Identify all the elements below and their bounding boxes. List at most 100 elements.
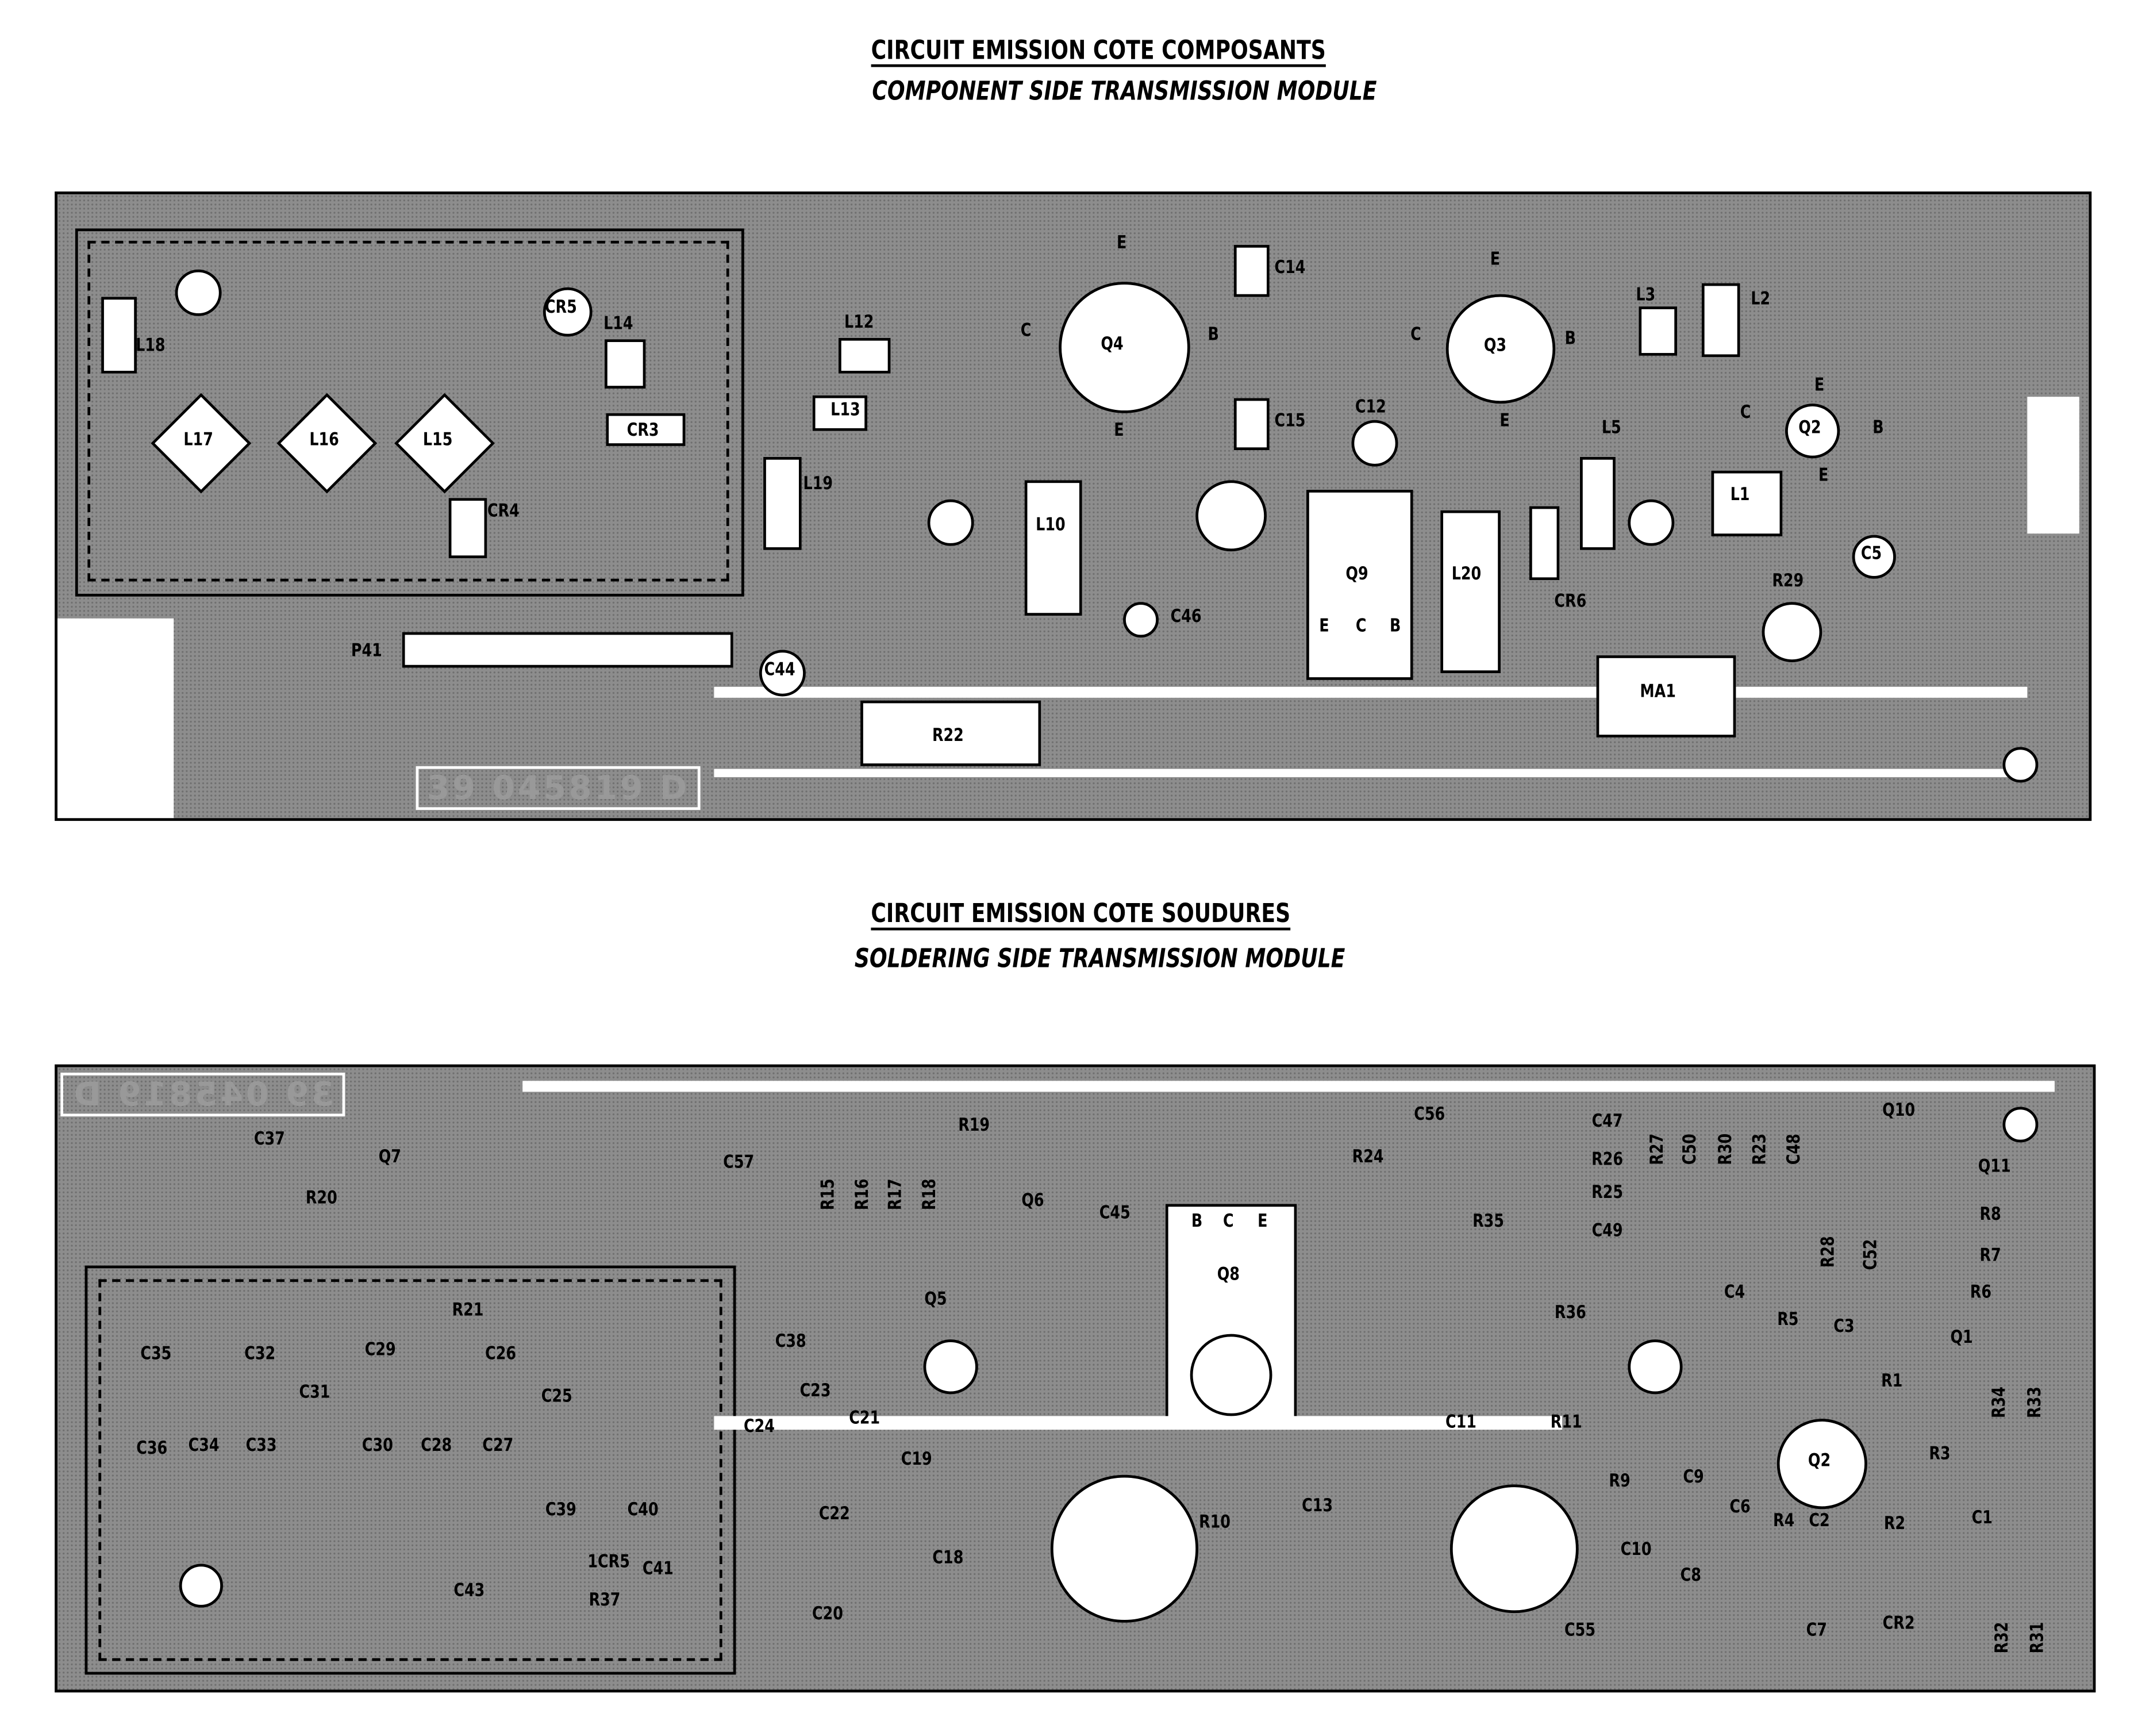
top-board-label-cr4: CR4 xyxy=(487,501,520,523)
top-board-label-e: E xyxy=(1499,411,1510,432)
bottom-board-label-r19: R19 xyxy=(958,1115,990,1136)
top-board-label-c14: C14 xyxy=(1274,258,1306,279)
bottom-board-label-r10: R10 xyxy=(1199,1512,1231,1533)
top-board-label-l18: L18 xyxy=(136,336,166,357)
bottom-board-label-r36: R36 xyxy=(1554,1303,1586,1324)
inductor-l18 xyxy=(101,297,137,374)
bottom-board-label-c7: C7 xyxy=(1806,1620,1827,1641)
bottom-board-label-r15: R15 xyxy=(818,1178,840,1211)
top-board-label-b: B xyxy=(1564,329,1577,350)
mounting-hole xyxy=(927,499,974,546)
bottom-board-label-r11: R11 xyxy=(1550,1412,1582,1434)
top-board-label-cr3: CR3 xyxy=(626,420,659,441)
inductor-l19 xyxy=(763,456,802,550)
resistor-r22 xyxy=(860,700,1041,766)
top-board-label-b: B xyxy=(1390,616,1401,637)
bottom-board-label-c48: C48 xyxy=(1784,1134,1805,1165)
top-board-label-q3: Q3 xyxy=(1483,336,1507,357)
shield-outline xyxy=(84,1265,736,1675)
bottom-board-label-q6: Q6 xyxy=(1021,1190,1044,1212)
inductor-l1 xyxy=(1711,470,1783,536)
trimmer-r29 xyxy=(1762,602,1822,662)
transistor-q3-body xyxy=(1445,294,1556,404)
shield-dashed-outline xyxy=(98,1279,722,1661)
bottom-board-label-b: B xyxy=(1191,1211,1203,1232)
top-board-label-c: C xyxy=(1740,402,1751,424)
mounting-hole xyxy=(1195,480,1267,552)
bottom-board-label-r35: R35 xyxy=(1472,1211,1504,1232)
edge-pad xyxy=(2027,397,2079,534)
diode-cr4 xyxy=(448,498,487,559)
top-board-label-q4: Q4 xyxy=(1101,334,1124,355)
mounting-hole xyxy=(175,269,222,316)
top-board-label-l2: L2 xyxy=(1751,289,1771,310)
trace xyxy=(714,686,2028,698)
bottom-board-label-c45: C45 xyxy=(1099,1203,1131,1224)
bottom-board-label-c56: C56 xyxy=(1414,1104,1445,1126)
bottom-board-label-r2: R2 xyxy=(1883,1514,1906,1535)
inductor-l5 xyxy=(1580,456,1616,550)
inductor-l12 xyxy=(839,337,891,374)
top-board-label-r29: R29 xyxy=(1772,571,1804,592)
regulator-q9 xyxy=(1306,489,1413,679)
top-board-label-l5: L5 xyxy=(1601,418,1621,439)
bottom-board-label-r30: R30 xyxy=(1716,1133,1737,1165)
board-serial-number: 39 045819 D xyxy=(416,766,701,811)
bottom-board-label-c11: C11 xyxy=(1445,1412,1477,1434)
bottom-board-label-c29: C29 xyxy=(364,1340,396,1361)
bottom-board-label-r24: R24 xyxy=(1352,1147,1384,1168)
bottom-board-label-c2: C2 xyxy=(1809,1511,1830,1532)
bottom-board-label-c: C xyxy=(1223,1211,1234,1232)
bottom-board-label-c10: C10 xyxy=(1620,1539,1652,1561)
mounting-hole xyxy=(1628,499,1675,546)
top-board-label-e: E xyxy=(1117,233,1127,254)
mounting-hole xyxy=(1628,1339,1683,1395)
bottom-board-label-c41: C41 xyxy=(642,1559,674,1580)
top-board-label-l12: L12 xyxy=(844,312,874,333)
top-board-label-q2: Q2 xyxy=(1798,418,1821,439)
heatsink-right xyxy=(1449,1484,1579,1614)
bottom-board-label-c13: C13 xyxy=(1302,1496,1333,1517)
top-board-label-l14: L14 xyxy=(603,314,633,335)
mounting-hole xyxy=(923,1339,978,1395)
top-board-label-e: E xyxy=(1319,616,1329,637)
bottom-board-label-c33: C33 xyxy=(245,1435,277,1457)
top-board-label-l1: L1 xyxy=(1730,485,1750,506)
bottom-board-label-c30: C30 xyxy=(362,1435,393,1457)
bottom-board-label-r37: R37 xyxy=(589,1590,621,1611)
bottom-board-label-c21: C21 xyxy=(849,1408,880,1430)
top-board-label-c46: C46 xyxy=(1170,606,1202,628)
top-board-label-e: E xyxy=(1814,375,1825,397)
inductor-l14 xyxy=(605,339,646,389)
bottom-board-label-e: E xyxy=(1258,1211,1268,1232)
bottom-board-label-c49: C49 xyxy=(1591,1221,1623,1242)
bottom-board-label-r28: R28 xyxy=(1818,1236,1840,1268)
bottom-board-label-c32: C32 xyxy=(244,1344,276,1365)
top-board-label-l15: L15 xyxy=(422,430,453,451)
bottom-board-label-c1: C1 xyxy=(1971,1508,1993,1529)
top-board-label-r22: R22 xyxy=(932,725,964,747)
bottom-board-label-c6: C6 xyxy=(1729,1497,1751,1518)
connector-p41 xyxy=(402,632,733,668)
transistor-q2-body xyxy=(1777,1419,1867,1510)
bottom-board-label-r18: R18 xyxy=(920,1178,941,1211)
bottom-board-label-r4: R4 xyxy=(1773,1511,1795,1532)
bottom-board-label-r21: R21 xyxy=(452,1300,484,1321)
board-serial-number-mirrored: 39 045819 D xyxy=(60,1072,345,1117)
top-board-label-p41: P41 xyxy=(351,641,382,662)
top-title-english: COMPONENT SIDE TRANSMISSION MODULE xyxy=(872,76,1377,107)
bottom-board-label-r3: R3 xyxy=(1929,1444,1951,1465)
bottom-board-label-c22: C22 xyxy=(818,1504,850,1525)
top-board-label-e: E xyxy=(1818,466,1829,487)
trace xyxy=(714,1416,1563,1430)
soldering-side-board: 39 045819 D xyxy=(55,1064,2096,1693)
trace xyxy=(522,1081,2055,1092)
bottom-board-label-r32: R32 xyxy=(1992,1622,2013,1654)
bottom-title-french: CIRCUIT EMISSION COTE SOUDURES xyxy=(871,898,1291,930)
bottom-board-label-r25: R25 xyxy=(1591,1182,1624,1204)
top-board-label-l16: L16 xyxy=(309,430,339,451)
bottom-board-label-c52: C52 xyxy=(1861,1239,1882,1270)
top-board-label-l17: L17 xyxy=(183,430,213,451)
top-board-label-b: B xyxy=(1872,418,1884,439)
